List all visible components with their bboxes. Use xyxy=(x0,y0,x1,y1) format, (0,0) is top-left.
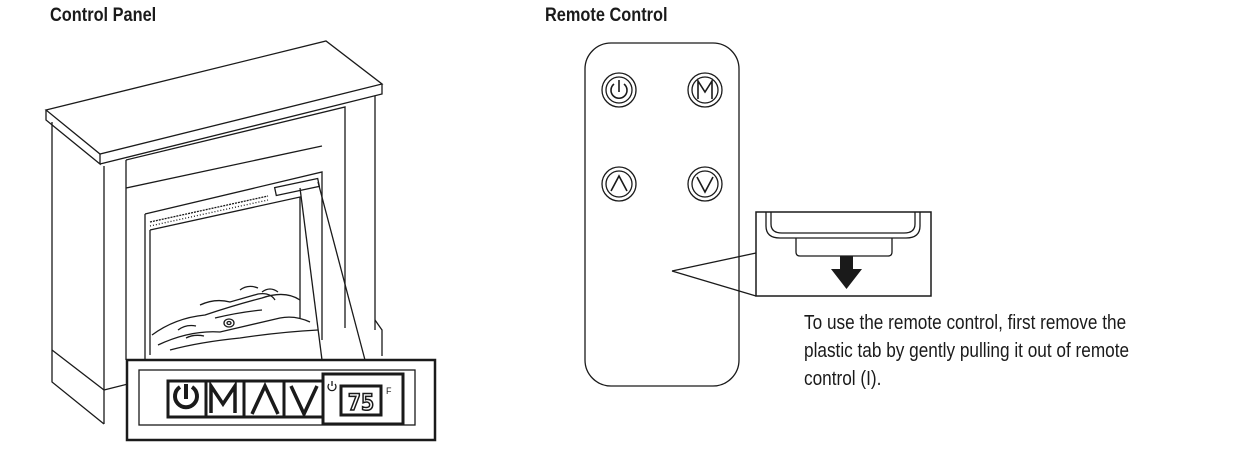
pull-arrow-icon xyxy=(831,256,862,289)
display-power-icon xyxy=(327,381,337,392)
display-temperature: 75 xyxy=(348,391,375,416)
control-panel-heading: Control Panel xyxy=(50,5,157,26)
remote-mode-button xyxy=(687,72,723,108)
panel-mode-icon xyxy=(209,380,237,413)
remote-control-illustration xyxy=(584,42,757,387)
remote-up-button xyxy=(601,166,637,202)
control-panel-zoom: 75 F xyxy=(125,358,437,442)
panel-power-icon xyxy=(173,384,199,410)
remote-instruction-note: To use the remote control, first remove … xyxy=(804,309,1129,393)
fireplace-illustration xyxy=(44,40,384,425)
remote-control-heading: Remote Control xyxy=(545,5,668,26)
plastic-tab-detail xyxy=(755,211,932,297)
panel-up-icon xyxy=(250,381,280,415)
panel-down-icon xyxy=(289,385,319,419)
remote-power-button xyxy=(601,72,637,108)
display-unit: F xyxy=(386,386,392,396)
note-line: To use the remote control, first remove … xyxy=(804,312,1127,334)
logs-illustration xyxy=(151,285,319,351)
note-line: plastic tab by gently pulling it out of … xyxy=(804,340,1130,362)
remote-down-button xyxy=(687,166,723,202)
note-line: control (I). xyxy=(804,368,882,390)
